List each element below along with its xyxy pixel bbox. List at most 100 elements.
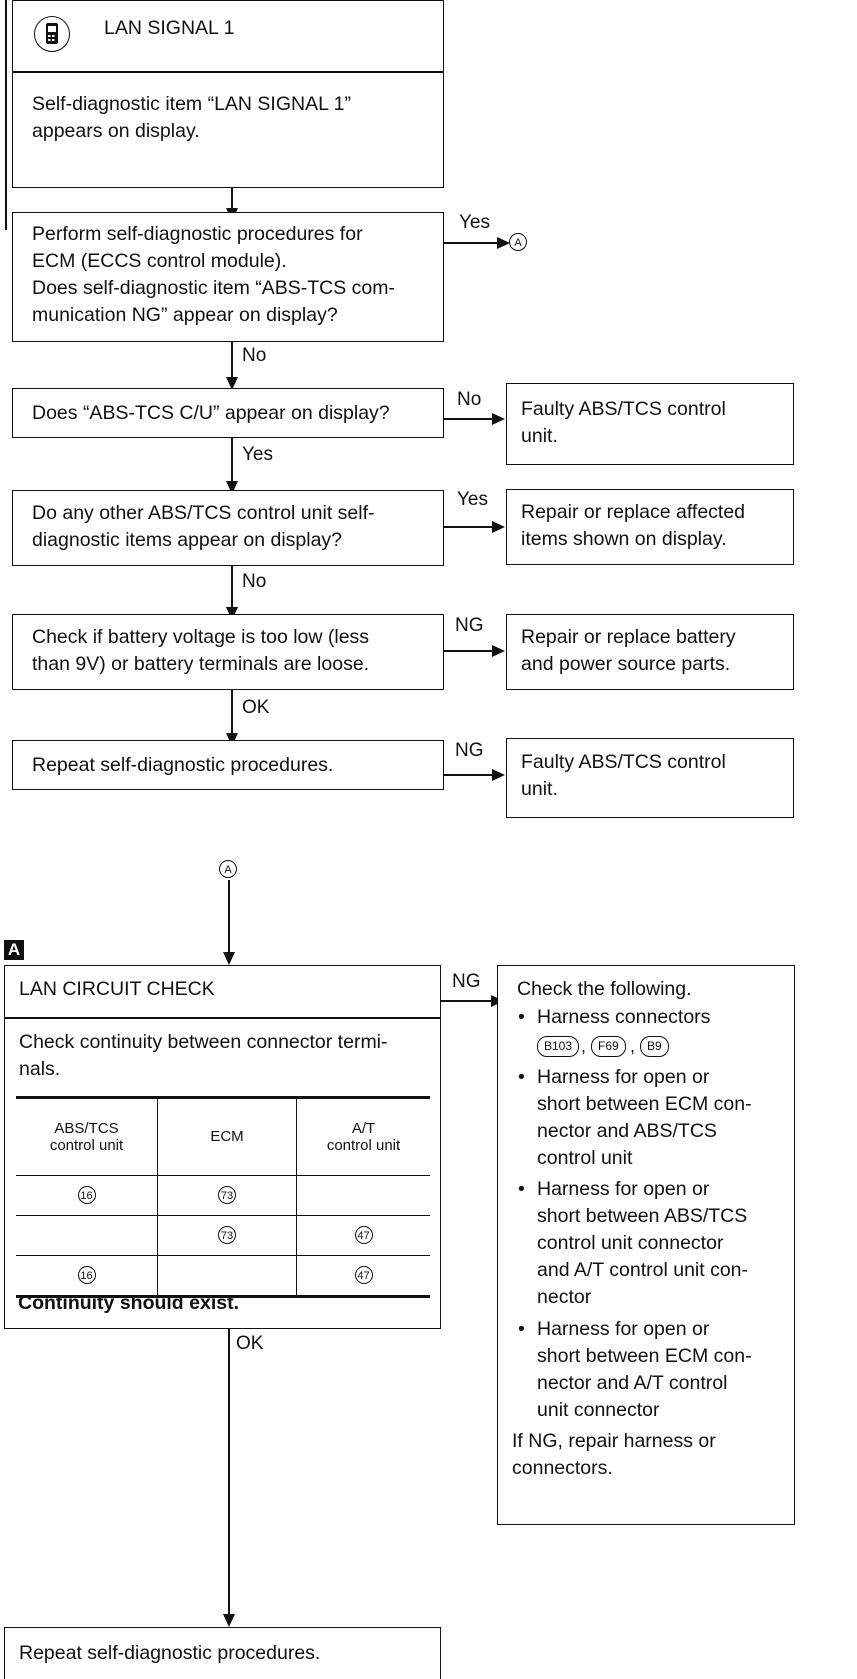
bullet: • [518, 1066, 525, 1088]
step3-box: Do any other ABS/TCS control unit self- … [12, 490, 444, 566]
header-description: Self-diagnostic item “LAN SIGNAL 1” appe… [32, 93, 351, 142]
result-text: Repair or replace battery and power sour… [521, 626, 736, 675]
step3-text: Do any other ABS/TCS control unit self- … [32, 502, 375, 551]
arrow-right-icon [492, 521, 505, 533]
final-step-box: Repeat self-diagnostic procedures. [4, 1627, 441, 1679]
step2-text: Does “ABS-TCS C/U” appear on display? [32, 402, 390, 424]
arrow-right-icon [497, 237, 510, 249]
step5-text: Repeat self-diagnostic procedures. [32, 754, 334, 776]
check-list-intro: Check the following. [517, 978, 692, 1000]
check-list-footer: If NG, repair harness or connectors. [512, 1430, 716, 1479]
bullet: • [518, 1318, 525, 1340]
result-repair-battery-box: Repair or replace battery and power sour… [506, 614, 794, 690]
result-text: Repair or replace affected items shown o… [521, 501, 746, 550]
bullet: • [518, 1006, 525, 1028]
ref-a-circle: A [509, 233, 527, 251]
arrow-down-icon [223, 1614, 235, 1627]
result-faulty-unit-box: Faulty ABS/TCS control unit. [506, 383, 794, 465]
step2-box: Does “ABS-TCS C/U” appear on display? [12, 388, 444, 438]
terminal-number: 73 [218, 1186, 236, 1204]
connector [231, 566, 233, 610]
terminal-number: 16 [77, 1266, 96, 1285]
connector-badge: B103 [537, 1036, 580, 1057]
check-item: Harness for open or short between ABS/TC… [537, 1178, 749, 1308]
arrow-down-icon [226, 377, 238, 390]
table-cell [296, 1175, 430, 1215]
section-a-title: LAN CIRCUIT CHECK [19, 978, 215, 1000]
arrow-down-icon [223, 952, 235, 965]
yes-label: Yes [459, 212, 490, 233]
section-a-conclusion: Continuity should exist. [18, 1292, 240, 1314]
ref-a-circle: A [219, 860, 237, 878]
header-box: LAN SIGNAL 1 Self-diagnostic item “LAN S… [12, 0, 444, 188]
section-a-instruction: Check continuity between connector termi… [19, 1031, 388, 1080]
table-cell [16, 1215, 158, 1255]
arrow-right-icon [492, 645, 505, 657]
final-step-text: Repeat self-diagnostic procedures. [19, 1642, 321, 1664]
connector-badge: B9 [640, 1036, 669, 1057]
terminal-number: 47 [354, 1266, 373, 1285]
table-header-row: ABS/TCS control unit ECM A/T control uni… [16, 1099, 430, 1175]
ng-label: NG [455, 615, 484, 636]
column-header: A/T control unit [296, 1099, 430, 1175]
lan-circuit-check-box: LAN CIRCUIT CHECK Check continuity betwe… [4, 965, 441, 1329]
connector [228, 880, 230, 956]
no-label: No [242, 571, 267, 592]
continuity-table: ABS/TCS control unit ECM A/T control uni… [16, 1099, 430, 1295]
page-title: LAN SIGNAL 1 [104, 17, 235, 39]
check-item: Harness for open or short between ECM co… [537, 1318, 752, 1421]
connector [231, 188, 233, 210]
result-repair-items-box: Repair or replace affected items shown o… [506, 489, 794, 565]
connector [444, 650, 494, 652]
result-text: Faulty ABS/TCS control unit. [521, 751, 726, 800]
check-item: Harness connectors [537, 1006, 711, 1028]
connector-badge: F69 [591, 1036, 626, 1057]
margin-bracket [5, 0, 7, 230]
connector [231, 438, 233, 484]
table-row: 16 47 [16, 1255, 430, 1295]
table-cell: 47 [296, 1215, 430, 1255]
table-cell: 73 [157, 1175, 297, 1215]
table-row: 16 73 [16, 1175, 430, 1215]
header-divider [13, 71, 443, 73]
terminal-number: 16 [77, 1186, 96, 1204]
yes-label: Yes [242, 444, 273, 465]
bullet: • [518, 1178, 525, 1200]
terminal-number: 47 [354, 1226, 373, 1244]
ok-label: OK [242, 697, 270, 718]
connector-badges: B103 , F69 , B9 [537, 1036, 777, 1058]
result-text: Faulty ABS/TCS control unit. [521, 398, 726, 447]
yes-label: Yes [457, 489, 488, 510]
table-row: 73 47 [16, 1215, 430, 1255]
arrow-right-icon [492, 769, 505, 781]
column-header: ECM [157, 1099, 297, 1175]
ng-label: NG [455, 740, 484, 761]
no-label: No [457, 389, 482, 410]
check-item: Harness for open or short between ECM co… [537, 1066, 752, 1169]
ok-label: OK [236, 1333, 264, 1354]
ng-label: NG [452, 971, 481, 992]
badge-separator: , [630, 1036, 636, 1056]
connector [444, 418, 494, 420]
step4-text: Check if battery voltage is too low (les… [32, 626, 370, 675]
connector [444, 774, 494, 776]
badge-separator: , [581, 1036, 587, 1056]
step1-box: Perform self-diagnostic procedures for E… [12, 212, 444, 342]
table-cell: 16 [16, 1255, 158, 1295]
step1-text: Perform self-diagnostic procedures for E… [32, 223, 396, 326]
section-divider [5, 1017, 440, 1019]
table-cell: 16 [16, 1175, 158, 1215]
connector [444, 242, 500, 244]
column-header: ABS/TCS control unit [49, 1119, 124, 1154]
table-cell [157, 1255, 297, 1295]
step4-box: Check if battery voltage is too low (les… [12, 614, 444, 690]
table-cell: 73 [157, 1215, 297, 1255]
terminal-number: 73 [218, 1226, 236, 1244]
check-list-box: Check the following. • Harness connector… [497, 965, 795, 1525]
connector [231, 342, 233, 380]
table-top-rule [16, 1096, 430, 1099]
section-a-marker: A [4, 940, 24, 960]
connector [444, 526, 494, 528]
arrow-right-icon [492, 413, 505, 425]
no-label: No [242, 345, 267, 366]
